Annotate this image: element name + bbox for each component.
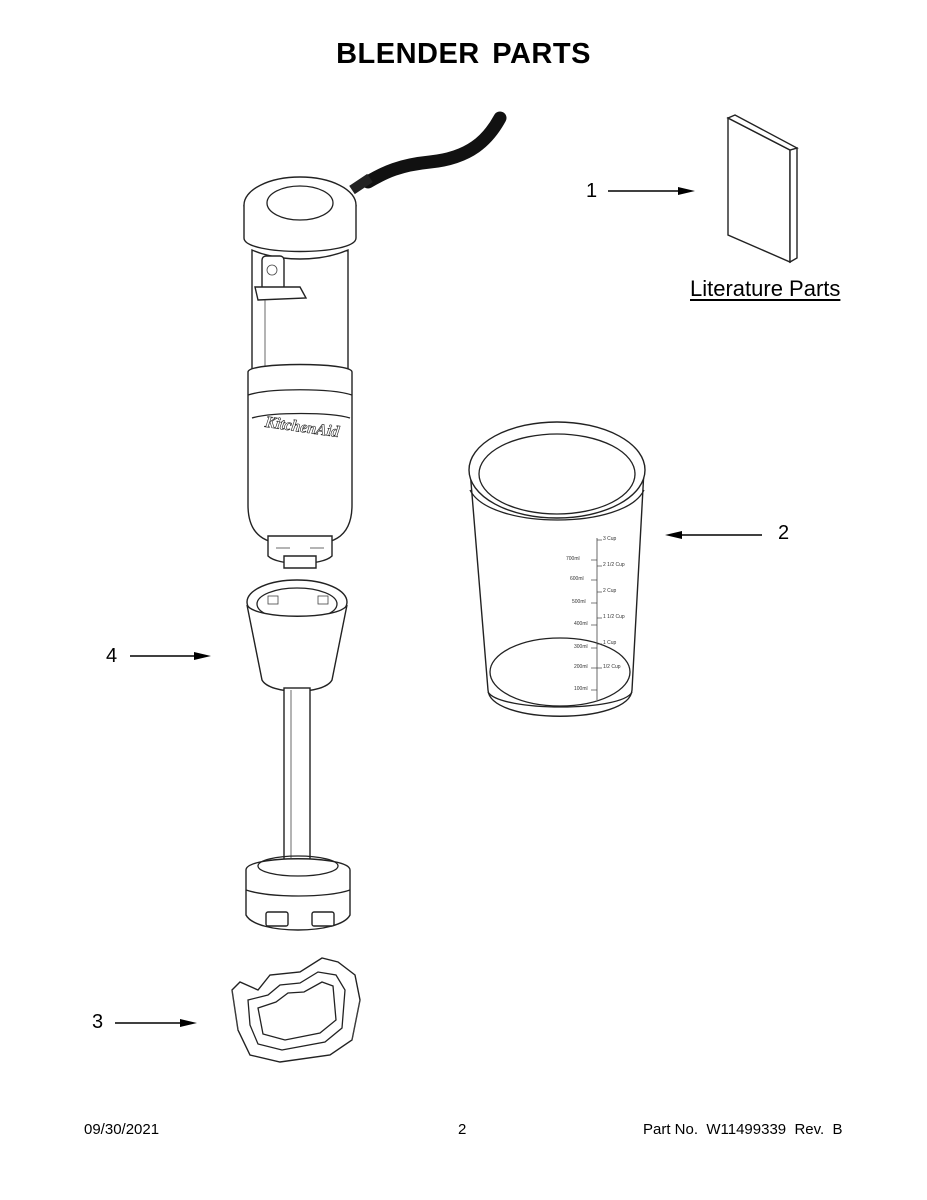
literature-booklet <box>726 114 799 264</box>
blending-arm <box>245 579 351 931</box>
motor-body <box>243 176 357 569</box>
footer-part-number: Part No. W11499339 Rev. B <box>643 1121 843 1138</box>
callout-1-label: 1 <box>586 180 598 202</box>
marking-2-5cup: 2 1/2 Cup <box>603 562 625 568</box>
marking-500ml: 500ml <box>572 599 586 605</box>
marking-100ml: 100ml <box>574 686 588 692</box>
marking-200ml: 200ml <box>574 664 588 670</box>
jar-markings: 700ml 600ml 500ml 400ml 300ml 200ml 100m… <box>566 536 625 692</box>
marking-2cup: 2 Cup <box>603 588 617 594</box>
callout-3-label: 3 <box>92 1011 104 1033</box>
marking-half-cup: 1/2 Cup <box>603 664 621 670</box>
callout-arrow-1 <box>608 187 695 195</box>
page-title: BLENDER PARTS <box>336 38 591 70</box>
marking-300ml: 300ml <box>574 644 588 650</box>
callout-arrow-2 <box>665 531 762 539</box>
footer-page-number: 2 <box>458 1121 467 1138</box>
marking-1-5cup: 1 1/2 Cup <box>603 614 625 620</box>
callout-2-label: 2 <box>778 522 790 544</box>
footer-date: 09/30/2021 <box>84 1121 160 1138</box>
marking-400ml: 400ml <box>574 621 588 627</box>
blade-cover <box>231 957 361 1063</box>
blending-jar <box>468 421 646 717</box>
marking-3cup: 3 Cup <box>603 536 617 542</box>
callout-arrow-3 <box>115 1019 197 1027</box>
marking-600ml: 600ml <box>570 576 584 582</box>
marking-700ml: 700ml <box>566 556 580 562</box>
callout-4-label: 4 <box>106 645 118 667</box>
marking-1cup: 1 Cup <box>603 640 617 646</box>
power-cord <box>361 111 507 189</box>
literature-parts-label: Literature Parts <box>690 276 841 301</box>
callout-arrow-4 <box>130 652 211 660</box>
